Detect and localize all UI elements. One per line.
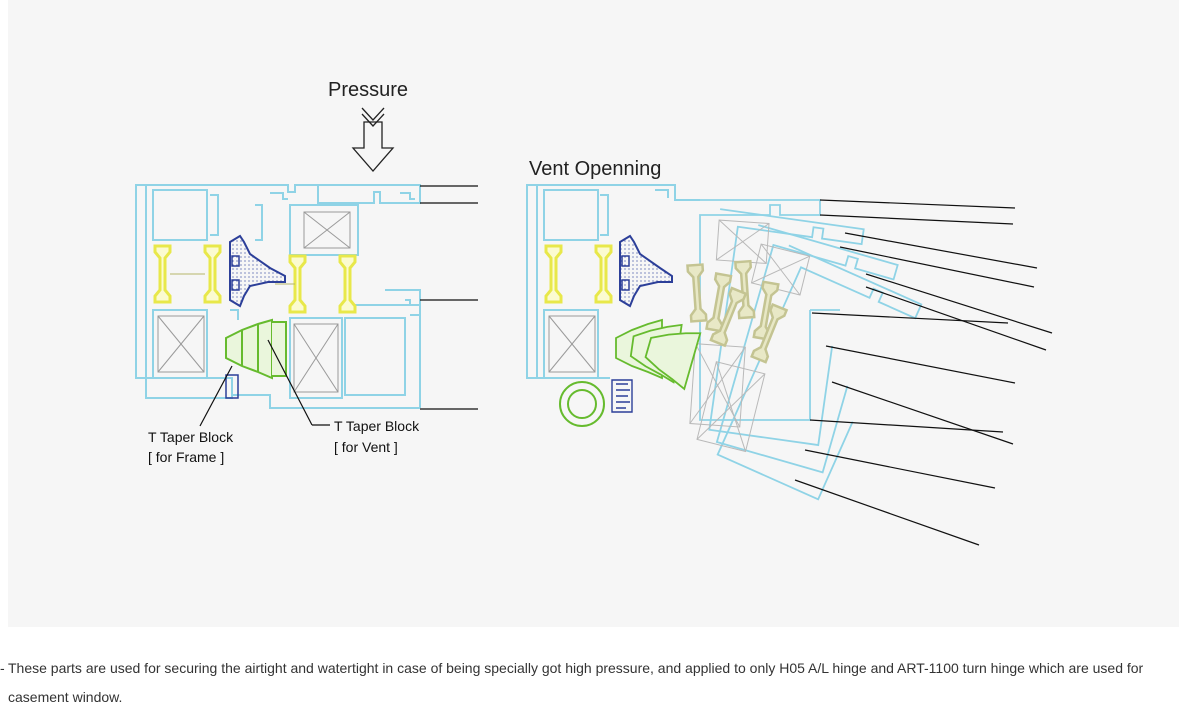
callout-leaders-left: [199, 339, 330, 427]
gasket-right: [619, 234, 673, 308]
open-section: Vent Openning: [526, 158, 1053, 546]
caption: - These parts are used for securing the …: [0, 654, 1179, 712]
section-extension-lines-left: [420, 185, 478, 410]
hinge-pivot: [559, 381, 605, 427]
callout-frame-line2: [ for Frame ]: [148, 449, 224, 465]
pressure-arrow: [351, 107, 395, 172]
thermal-break-left: [153, 244, 357, 314]
pressure-label: Pressure: [328, 79, 408, 101]
taper-block-left: [225, 318, 287, 380]
thermal-break-right: [544, 244, 613, 304]
callout-vent-line2: [ for Vent ]: [334, 439, 398, 455]
frame-profile: [135, 184, 421, 409]
vent-blades-moving: [686, 259, 789, 364]
vent-rotation-ghosts: [680, 199, 923, 501]
section-diagram: Pressure: [135, 79, 1053, 546]
taper-block-right: [615, 318, 702, 391]
frame-profile-right: [526, 184, 700, 379]
vent-infill-ghosts: [689, 219, 811, 453]
insulation-boxes: [157, 211, 351, 393]
section-extension-lines-right: [794, 199, 1053, 546]
gasket-left: [225, 234, 286, 399]
closed-section: Pressure: [135, 79, 478, 465]
vent-opening-label: Vent Openning: [529, 158, 661, 180]
caption-dash: -: [0, 660, 5, 676]
gasket-cluster: [611, 379, 633, 413]
callout-frame-line1: T Taper Block: [148, 429, 234, 445]
caption-text: These parts are used for securing the ai…: [8, 660, 1144, 705]
callout-vent-line1: T Taper Block: [334, 418, 420, 434]
figure-panel: Pressure: [8, 0, 1179, 627]
